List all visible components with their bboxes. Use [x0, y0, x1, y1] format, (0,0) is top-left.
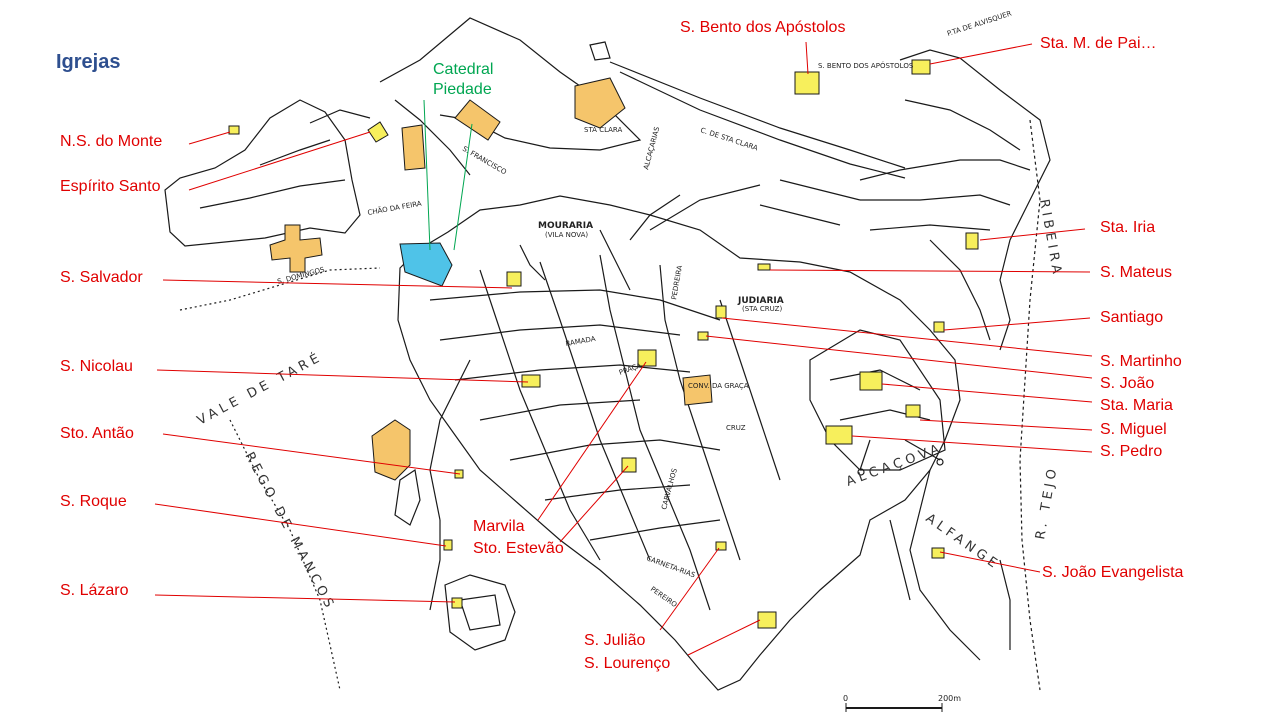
church-espirito-santo — [367, 121, 389, 143]
label-sao-mateus: S. Mateus — [1100, 264, 1173, 281]
map-text-carvalhos: CARVALHOS — [660, 467, 679, 511]
map-text-judiaria: JUDIARIA — [737, 296, 784, 306]
scale-bar: 0 200m — [843, 694, 961, 712]
church-s-miguel — [905, 404, 921, 418]
map-linework — [164, 17, 1051, 691]
slide-title: Igrejas — [56, 51, 121, 73]
convent-s-francisco — [454, 99, 501, 141]
church-sta-m-pai — [911, 59, 931, 75]
label-catedral: Catedral — [433, 61, 494, 78]
map-text-sta-clara: STA CLARA — [584, 126, 623, 134]
map-text-vale-de-tare: VALE DE TARÉ — [194, 349, 325, 429]
scale-zero: 0 — [843, 694, 848, 703]
label-santa-maria: Sta. Maria — [1100, 397, 1173, 414]
map-text-porta-alvisquer: P.TA DE ALVISQUER — [946, 9, 1013, 37]
map-text-s-bento-small: S. BENTO DOS APÓSTOLOS — [818, 61, 914, 70]
map-text-sta-cruz: (STA CRUZ) — [742, 305, 782, 313]
convent-s-domingos — [269, 224, 323, 273]
church-s-juliao — [715, 541, 727, 551]
label-sao-juliao: S. Julião — [584, 632, 646, 649]
map-text-chao-feira: CHÃO DA FEIRA — [367, 199, 423, 217]
map-text-conv-graca: CONV. DA GRAÇA — [688, 382, 749, 390]
churches — [228, 59, 979, 629]
label-sao-roque: S. Roque — [60, 493, 127, 510]
convent-da-graca — [682, 374, 713, 406]
map-text-carnetarias: CARNETA-RIAS — [645, 554, 696, 579]
church-s-lourenco — [757, 611, 777, 629]
church-ns-monte — [228, 125, 240, 135]
label-santo-estevao: Sto. Estevão — [473, 540, 564, 557]
label-sao-joao: S. João — [1100, 375, 1155, 392]
map-text-alcacarias: ALCAÇARIAS — [642, 125, 661, 170]
label-ns-monte: N.S. do Monte — [60, 133, 163, 150]
map-text-pedreira: PEDREIRA — [670, 265, 684, 301]
church-s-nicolau — [521, 374, 541, 388]
convent-espirito-santo — [401, 124, 426, 171]
church-s-salvador — [506, 271, 522, 287]
church-s-bento — [794, 71, 820, 95]
convent-sta-clara — [574, 77, 626, 129]
label-marvila: Marvila — [473, 518, 525, 535]
map-text-cruz: CRUZ — [726, 424, 746, 432]
church-sta-maria — [859, 371, 883, 391]
map-text-pereiro: PEREIRO — [649, 585, 679, 609]
church-s-roque — [443, 539, 453, 551]
map-text-vila-nova: (VILA NOVA) — [545, 231, 588, 239]
label-espirito-santo: Espírito Santo — [60, 178, 161, 195]
map-printed-text: MOURARIA (VILA NOVA) JUDIARIA (STA CRUZ)… — [194, 9, 1064, 613]
map-text-praca: PRAÇA — [618, 361, 643, 377]
label-santo-antao: Sto. Antão — [60, 425, 134, 442]
church-santiago — [933, 321, 945, 333]
map-text-rio-tejo: R. TEJO — [1033, 464, 1061, 541]
label-sao-lazaro: S. Lázaro — [60, 582, 129, 599]
church-s-mateus — [757, 263, 771, 271]
church-s-joao-evangelista — [931, 547, 945, 559]
church-s-martinho — [715, 305, 727, 319]
scale-end: 200m — [938, 694, 961, 703]
church-sta-iria — [965, 232, 979, 250]
map-text-c-sta-clara: C. DE STA CLARA — [699, 126, 758, 152]
label-santiago: Santiago — [1100, 309, 1164, 326]
label-sao-lourenco: S. Lourenço — [584, 655, 671, 672]
leader-lines-green — [423, 99, 473, 251]
convents — [269, 77, 713, 481]
church-s-pedro — [825, 425, 853, 445]
map-text-rego-de-mancos: REGO DE MANCOS — [241, 450, 338, 614]
leader-lines-red — [154, 41, 1093, 656]
church-s-lazaro — [451, 597, 463, 609]
label-sao-nicolau: S. Nicolau — [60, 358, 133, 375]
label-piedade: Piedade — [433, 81, 492, 98]
label-santa-maria-pai: Sta. M. de Pai… — [1040, 35, 1157, 52]
label-sao-pedro: S. Pedro — [1100, 443, 1163, 460]
map-text-ramada: RAMADA — [565, 335, 596, 348]
label-santa-iria: Sta. Iria — [1100, 219, 1156, 236]
map-text-mouraria: MOURARIA — [538, 221, 593, 231]
map-text-alfange: ALFANGE — [923, 511, 1003, 573]
label-sao-martinho: S. Martinho — [1100, 353, 1182, 370]
cathedral-shape — [399, 242, 453, 287]
label-sao-miguel: S. Miguel — [1100, 421, 1167, 438]
church-marvila — [637, 349, 657, 367]
map-text-alcacova: ALCAÇOVA — [844, 441, 945, 490]
label-sao-joao-evangelista: S. João Evangelista — [1042, 564, 1184, 581]
convent-santo-antao — [371, 419, 411, 481]
map-text-ribeira: RIBEIRA — [1036, 198, 1065, 279]
label-sao-bento: S. Bento dos Apóstolos — [680, 19, 846, 36]
label-sao-salvador: S. Salvador — [60, 269, 143, 286]
